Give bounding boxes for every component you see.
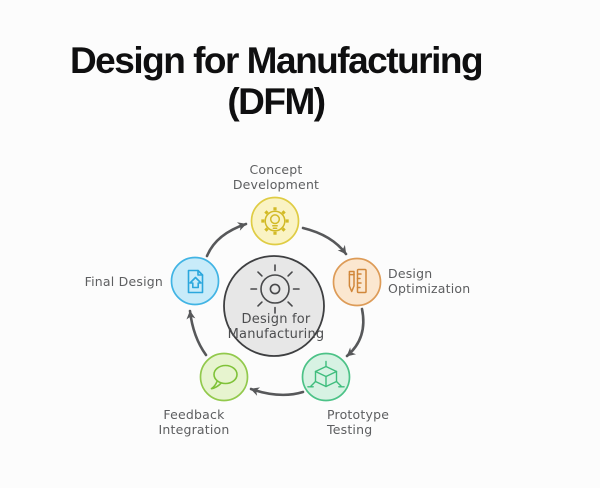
label-prototype-testing: Prototype Testing xyxy=(327,407,417,437)
label-feedback-integration: Feedback Integration xyxy=(124,407,264,437)
label-line: Concept xyxy=(249,162,303,177)
arrow-concept-to-optimization xyxy=(301,226,348,256)
node-circle-concept-development xyxy=(250,196,300,246)
page-title: Design for Manufacturing (DFM) xyxy=(26,40,526,122)
center-label: Design for Manufacturing xyxy=(206,312,346,342)
gear-lightbulb-icon xyxy=(261,207,289,235)
document-upload-icon xyxy=(187,269,204,294)
label-concept-development: Concept Development xyxy=(206,162,346,192)
arrow-optimization-to-prototype xyxy=(345,307,365,358)
label-line: Testing xyxy=(327,421,373,437)
label-line: Integration xyxy=(158,421,230,437)
title-line1: Design for Manufacturing xyxy=(69,40,484,81)
label-line: Development xyxy=(232,176,320,192)
label-line: Final Design xyxy=(84,274,163,289)
center-label-line1: Design for xyxy=(241,312,311,327)
speech-bubble-icon xyxy=(210,364,238,390)
center-label-line2: Manufacturing xyxy=(227,326,325,342)
arrow-prototype-to-feedback xyxy=(249,387,305,397)
node-circle-feedback-integration xyxy=(199,352,249,402)
center-circle xyxy=(223,255,325,357)
label-line: Design xyxy=(388,266,433,281)
arrow-final-design-to-concept xyxy=(205,222,248,258)
label-line: Prototype xyxy=(327,407,390,422)
cycle-arrows xyxy=(186,222,365,397)
sun-gear-icon xyxy=(250,264,300,314)
arrow-feedback-to-final-design xyxy=(186,309,208,357)
label-line: Optimization xyxy=(388,280,471,296)
label-final-design: Final Design xyxy=(63,274,163,290)
node-circle-final-design xyxy=(170,256,220,306)
label-line: Feedback xyxy=(163,407,225,422)
title-line2: (DFM) xyxy=(227,81,326,122)
label-design-optimization: Design Optimization xyxy=(388,266,483,296)
pencil-ruler-icon xyxy=(348,268,367,294)
cube-icon xyxy=(307,360,345,388)
